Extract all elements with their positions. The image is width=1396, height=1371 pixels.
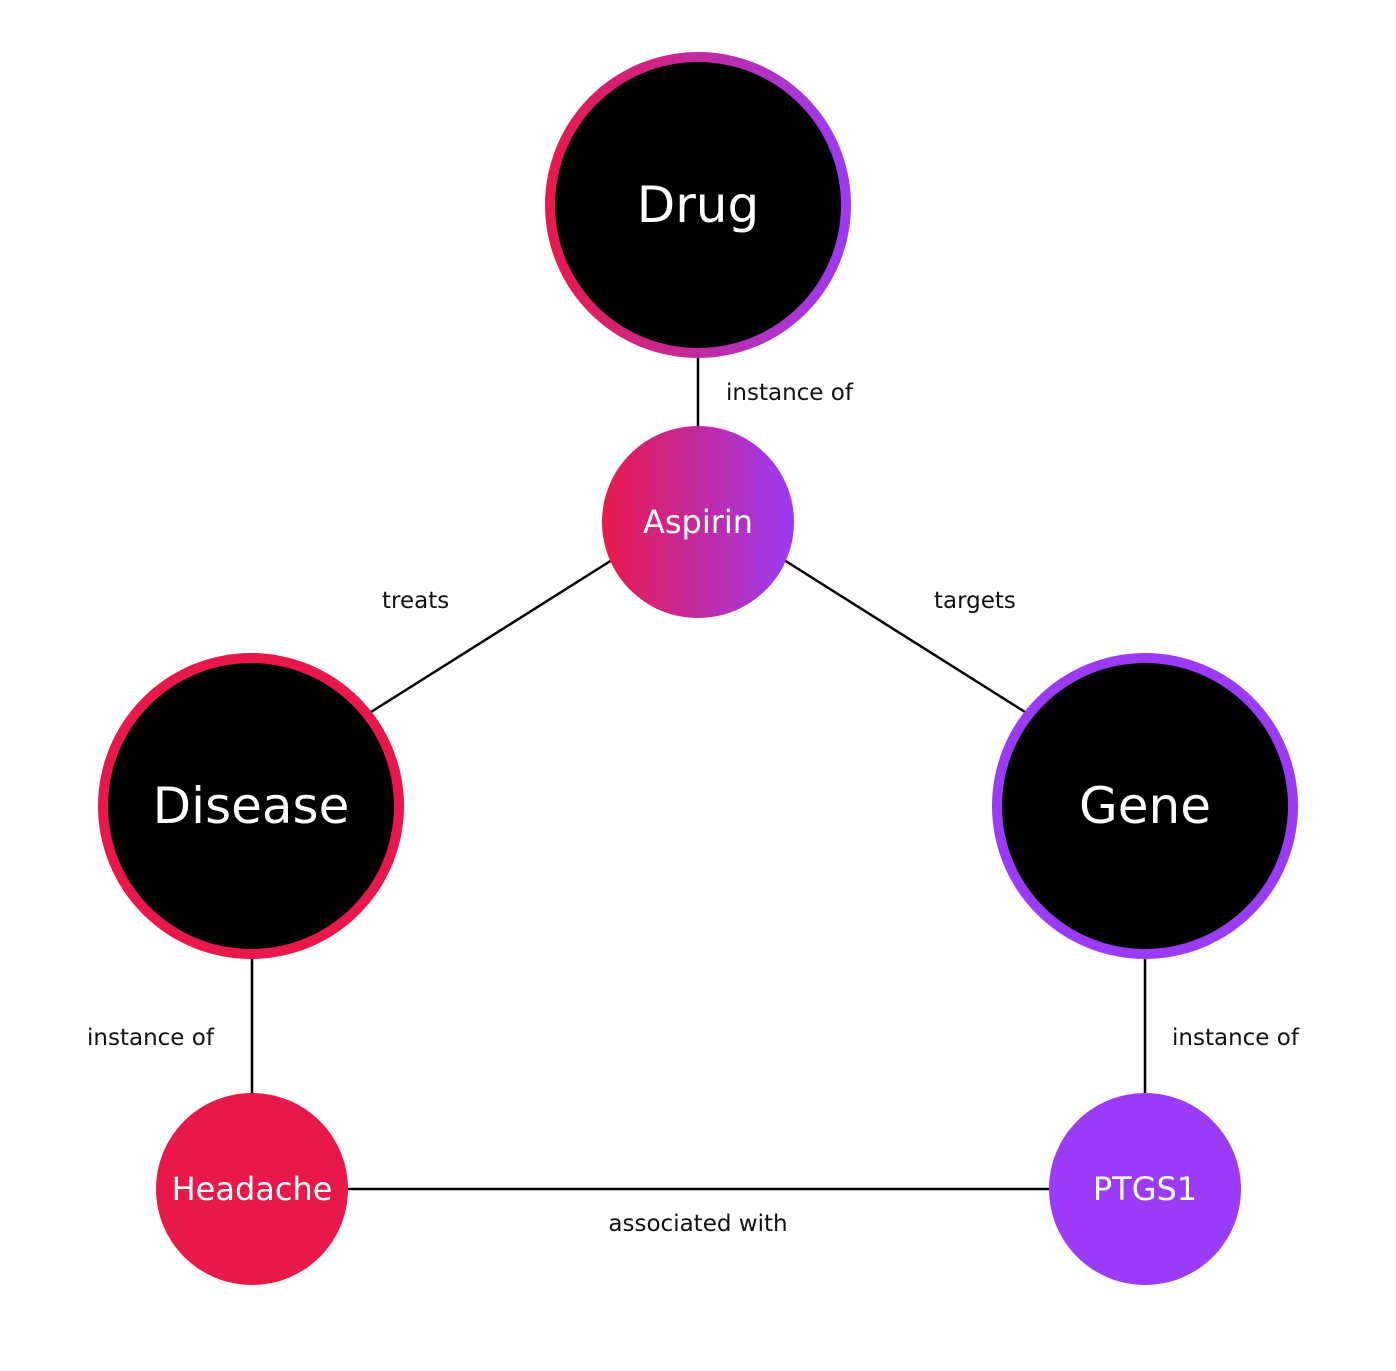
edge-label-headache-disease: instance of xyxy=(87,1025,215,1051)
node-ptgs1-label: PTGS1 xyxy=(1093,1170,1197,1208)
node-drug[interactable]: Drug xyxy=(545,52,851,358)
node-gene[interactable]: Gene xyxy=(992,653,1298,959)
node-headache-label: Headache xyxy=(172,1170,333,1208)
edge-label-aspirin-drug: instance of xyxy=(726,380,854,406)
node-aspirin[interactable]: Aspirin xyxy=(602,426,794,618)
edge-aspirin-gene xyxy=(783,558,1026,714)
node-disease-label: Disease xyxy=(153,777,350,835)
edge-label-headache-ptgs1: associated with xyxy=(608,1211,787,1237)
node-headache[interactable]: Headache xyxy=(156,1093,348,1285)
node-drug-label: Drug xyxy=(637,176,760,234)
node-disease[interactable]: Disease xyxy=(98,653,404,959)
edge-aspirin-disease xyxy=(370,558,613,714)
edge-label-ptgs1-gene: instance of xyxy=(1172,1025,1300,1051)
node-aspirin-label: Aspirin xyxy=(643,503,753,541)
edge-label-aspirin-disease: treats xyxy=(382,588,449,614)
edge-label-aspirin-gene: targets xyxy=(934,588,1016,614)
node-ptgs1[interactable]: PTGS1 xyxy=(1049,1093,1241,1285)
node-gene-label: Gene xyxy=(1079,777,1211,835)
